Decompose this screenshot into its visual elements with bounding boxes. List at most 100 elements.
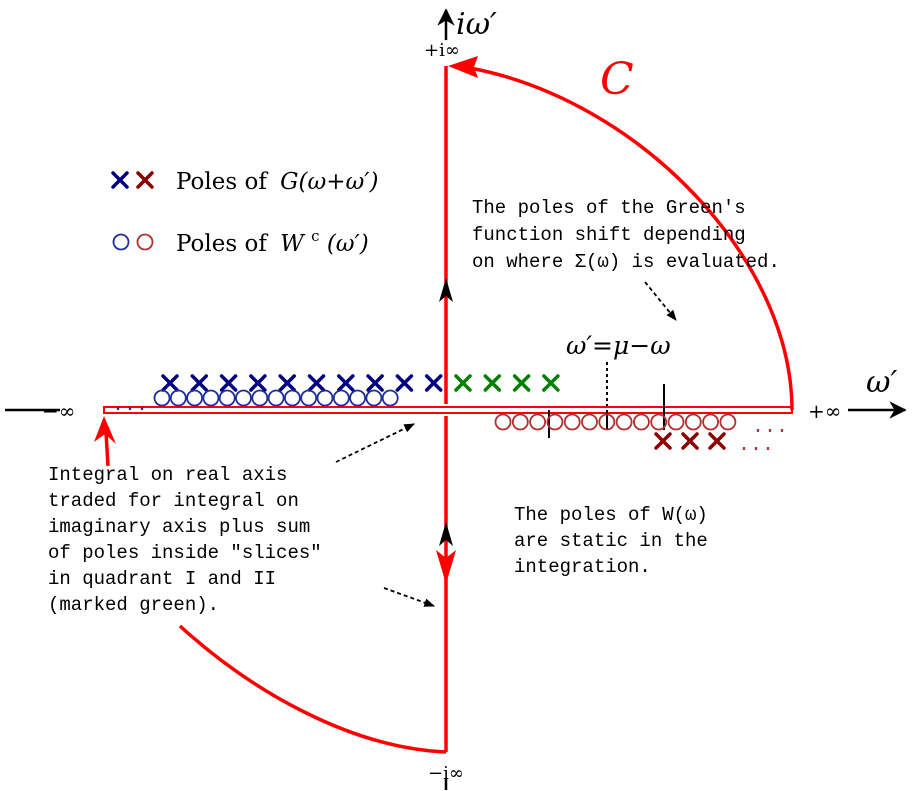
static-note-line-2: are static in the xyxy=(514,530,708,552)
pole-circle-red xyxy=(633,413,650,431)
contour-label: C xyxy=(600,54,634,105)
left-arrow-head xyxy=(94,416,116,444)
pole-circle-blue xyxy=(169,389,187,407)
pole-cross-blue xyxy=(219,374,238,392)
svg-text:Poles of G(ω+ω′): Poles of G(ω+ω′) xyxy=(176,169,378,195)
pole-circle-red xyxy=(546,413,564,431)
contour-upper-arc xyxy=(469,66,794,411)
pole-circle-blue xyxy=(300,389,318,407)
green-note-line-3: on where Σ(ω) is evaluated. xyxy=(472,251,780,273)
y-axis-label: iω′ xyxy=(456,7,497,42)
plus-infinity: +∞ xyxy=(808,399,841,423)
pole-cross-green xyxy=(483,374,502,392)
integral-note-line-4: of poles inside "slices" xyxy=(48,542,322,564)
legend-circle-expr: W xyxy=(280,231,306,257)
pole-circle-red xyxy=(702,413,719,431)
legend-cross-prefix: Poles of xyxy=(176,169,268,195)
pole-cross-blue xyxy=(424,374,443,392)
green-note-line-1: The poles of the Green's xyxy=(472,197,746,219)
contour-lower-arc xyxy=(178,624,447,754)
pole-circle-red xyxy=(598,413,616,431)
contour-upper-arc-arrow xyxy=(448,56,478,78)
pole-circle-blue xyxy=(283,389,301,407)
pole-cross-blue xyxy=(395,374,414,392)
green-note-line-2: function shift depending xyxy=(472,224,746,246)
legend-circles: Poles of W c (ω′) xyxy=(112,221,369,257)
pole-cross-blue xyxy=(249,374,267,392)
pole-circle-red xyxy=(667,413,685,431)
legend-crosses: Poles of G(ω+ω′) xyxy=(111,169,378,195)
shift-label: ω′=μ−ω xyxy=(566,331,671,360)
integral-note-line-3: imaginary axis plus sum xyxy=(48,516,310,538)
legend-circle-red-icon xyxy=(136,233,154,251)
pole-circle-red xyxy=(650,413,668,431)
x-axis-label: ω′ xyxy=(866,365,897,400)
integral-note-line-1: Integral on real axis xyxy=(48,464,287,486)
pole-circle-blue xyxy=(349,389,367,407)
integral-note-line-5: in quadrant I and II xyxy=(48,568,276,590)
pole-cross-blue xyxy=(278,374,296,392)
pole-circle-red xyxy=(511,413,529,431)
imag-arrow-up xyxy=(439,278,453,302)
pole-circle-blue xyxy=(316,389,334,407)
minus-i-infinity: −i∞ xyxy=(428,763,464,784)
pole-circle-blue xyxy=(202,389,220,407)
integral-note-line-2: traded for integral on xyxy=(48,490,299,512)
pole-circle-blue xyxy=(365,389,383,407)
pole-cross-blue xyxy=(161,374,179,392)
upper-pole-circles xyxy=(153,389,399,407)
ellipsis-left: ... xyxy=(112,394,148,417)
pole-circle-red xyxy=(719,413,737,431)
legend-circle-blue-icon xyxy=(112,233,130,251)
legend-cross-expr: G(ω+ω′) xyxy=(280,169,378,195)
pole-cross-red xyxy=(708,432,726,450)
pole-circle-red xyxy=(563,413,581,431)
static-note: The poles of W(ω) are static in the inte… xyxy=(514,504,708,578)
pole-cross-blue xyxy=(337,374,355,392)
pole-circle-blue xyxy=(332,389,350,407)
pole-cross-green xyxy=(454,374,472,392)
imag-arrow-down xyxy=(436,550,456,584)
pole-circle-blue xyxy=(153,389,171,407)
lower-pole-circles xyxy=(494,413,737,431)
imag-arrow-up-lower xyxy=(439,522,453,546)
upper-pole-crosses xyxy=(161,374,560,392)
static-note-line-3: integration. xyxy=(514,556,651,578)
pole-circle-red xyxy=(581,413,598,431)
pole-circle-red xyxy=(494,413,512,431)
legend-circle-arg: (ω′) xyxy=(327,231,369,257)
legend-cross-red-icon xyxy=(136,171,154,189)
pole-circle-red xyxy=(684,413,702,431)
pole-cross-blue xyxy=(307,374,326,392)
pole-cross-red xyxy=(681,432,699,450)
green-note-pointer xyxy=(644,281,677,321)
svg-text:Poles of W c: Poles of W c (ω′) xyxy=(176,221,369,257)
plus-i-infinity: +i∞ xyxy=(424,40,460,61)
integral-pointer-lower xyxy=(383,587,436,607)
pole-cross-green xyxy=(542,374,560,392)
ellipsis-right-crosses: ... xyxy=(738,434,774,457)
pole-cross-red xyxy=(654,432,672,450)
integral-pointer-upper xyxy=(335,423,415,463)
pole-cross-blue xyxy=(190,374,209,392)
legend-cross-blue-icon xyxy=(111,171,129,189)
green-function-note: The poles of the Green's function shift … xyxy=(472,197,780,273)
ellipsis-right-circles: ... xyxy=(752,416,788,439)
pole-circle-blue xyxy=(381,389,399,407)
integral-note-line-6: (marked green). xyxy=(48,594,219,616)
pole-circle-blue xyxy=(267,389,285,407)
pole-circle-blue xyxy=(186,389,204,407)
legend-circle-prefix: Poles of xyxy=(176,231,268,257)
pole-cross-blue xyxy=(366,374,384,392)
pole-circle-blue xyxy=(218,389,236,407)
minus-infinity: −∞ xyxy=(42,399,75,423)
pole-circle-red xyxy=(615,413,633,431)
pole-circle-blue xyxy=(235,389,252,407)
static-note-line-1: The poles of W(ω) xyxy=(514,504,708,526)
pole-circle-blue xyxy=(251,389,269,407)
left-arrow-shaft xyxy=(104,431,110,467)
pole-cross-green xyxy=(512,374,531,392)
legend-circle-sup: c xyxy=(311,227,319,245)
